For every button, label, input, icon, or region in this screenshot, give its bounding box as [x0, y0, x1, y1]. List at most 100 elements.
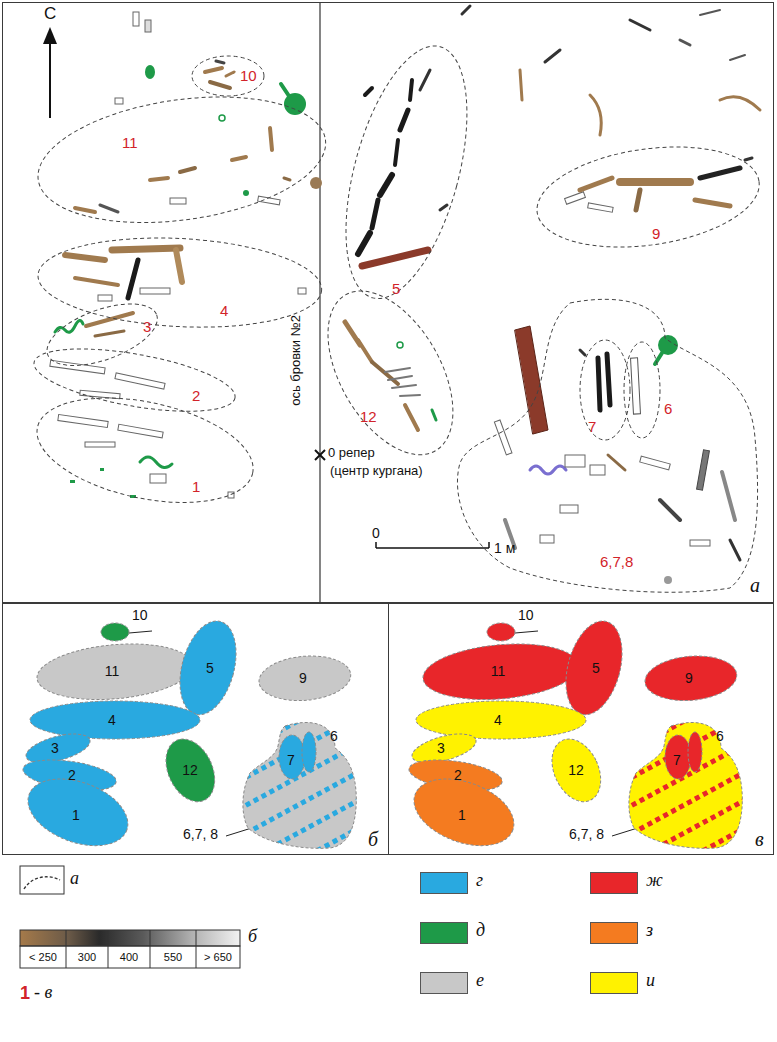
drawing-path — [140, 457, 172, 468]
group-outline — [192, 56, 264, 96]
group-outline — [39, 292, 165, 379]
drawing-line — [375, 542, 377, 548]
drawing-line — [400, 110, 408, 130]
group-number: 11 — [491, 663, 506, 679]
drawing-line — [150, 178, 168, 180]
legend-text: и — [646, 970, 655, 991]
legend-swatch — [590, 922, 638, 944]
drawing-line — [315, 450, 325, 460]
drawing-line — [636, 190, 640, 210]
drawing-line — [580, 350, 585, 355]
legend-text: г — [476, 870, 483, 891]
group-number: 6,7, 8 — [569, 826, 604, 842]
drawing-line — [180, 168, 195, 172]
drawing-rect — [58, 415, 108, 428]
drawing-rect — [588, 203, 613, 212]
drawing-rect — [145, 20, 151, 32]
drawing-line — [655, 353, 662, 364]
stripe-line — [230, 822, 370, 898]
drawing-line — [150, 930, 151, 968]
drawing-line — [432, 410, 436, 420]
burial-group: 9 — [537, 147, 759, 247]
group-number: 1 — [72, 807, 80, 823]
group-number: 12 — [182, 762, 198, 778]
drawing-rect — [690, 540, 710, 546]
group-outline — [170, 615, 245, 721]
group-number: 9 — [652, 225, 660, 242]
bone-finds — [50, 6, 760, 584]
drawing-rect — [590, 465, 605, 475]
group-number: 10 — [518, 607, 534, 623]
group-number: 5 — [392, 280, 400, 297]
drawing-rect — [540, 535, 554, 543]
group-outline — [30, 337, 240, 424]
drawing-line — [488, 542, 490, 548]
drawing-rect — [150, 474, 166, 483]
drawing-line — [232, 157, 246, 160]
drawing-line — [75, 278, 118, 285]
group-number: 12 — [360, 408, 377, 425]
drawing-line — [358, 233, 370, 254]
drawing-circle — [310, 177, 322, 189]
drawing-line — [365, 88, 372, 95]
group-outline — [328, 291, 453, 455]
drawing-circle — [219, 115, 225, 121]
group-outline — [542, 731, 610, 809]
drawing-rect — [50, 360, 105, 374]
group-outline — [537, 147, 759, 247]
depth-value: > 650 — [204, 951, 232, 964]
legend-text: д — [476, 920, 485, 941]
burial-group: 7 — [665, 735, 691, 779]
datum-label: 0 репер — [328, 446, 375, 461]
drawing-line — [315, 450, 325, 460]
legend-text: ж — [646, 870, 663, 891]
group-number: 5 — [592, 660, 600, 676]
drawing-line — [129, 631, 152, 633]
drawing-line — [376, 547, 489, 549]
group-outline — [346, 46, 467, 299]
drawing-line — [545, 50, 560, 62]
burial-group: 5 — [566, 621, 622, 715]
drawing-line — [210, 82, 230, 88]
group-fill — [243, 722, 356, 848]
drawing-line — [392, 385, 416, 388]
group-outline — [580, 340, 630, 440]
drawing-line — [108, 930, 109, 968]
group-outline — [34, 349, 235, 411]
drawing-line — [730, 540, 740, 560]
legend-text: б — [248, 926, 257, 947]
drawing-ellipse — [145, 65, 155, 79]
burial-group: 12 — [166, 739, 215, 802]
legend-swatch — [420, 922, 468, 944]
group-outline — [322, 33, 490, 311]
burial-group: 12 — [328, 291, 453, 455]
group-number: 2 — [68, 767, 76, 783]
legend-samples — [20, 866, 240, 968]
group-number: 4 — [108, 712, 116, 728]
scale-bar — [376, 542, 489, 548]
drawing-rect — [118, 424, 163, 438]
drawing-line — [462, 6, 470, 14]
group-fill — [629, 722, 742, 848]
drawing-line — [410, 80, 412, 100]
drawing-line — [86, 313, 133, 326]
burial-group: 9 — [259, 656, 351, 701]
drawing-line — [680, 40, 690, 45]
drawing-rect — [98, 295, 112, 301]
group-number: 6,7, 8 — [183, 826, 218, 842]
group-outline — [243, 722, 356, 848]
panel-divider — [319, 3, 320, 603]
group-outline — [257, 652, 352, 704]
drawing-rect — [697, 450, 710, 490]
group-outline — [279, 735, 305, 779]
burial-group: 10 — [101, 623, 129, 641]
drawing-rect — [298, 288, 306, 294]
drawing-rect — [20, 946, 240, 968]
legend-text: - в — [34, 982, 52, 1003]
group-outline — [101, 623, 129, 641]
drawing-rect — [170, 198, 186, 204]
group-outline — [27, 380, 262, 520]
burial-group: 10 — [487, 623, 515, 641]
scale-label: 0 — [372, 525, 380, 541]
group-outline — [688, 732, 702, 772]
